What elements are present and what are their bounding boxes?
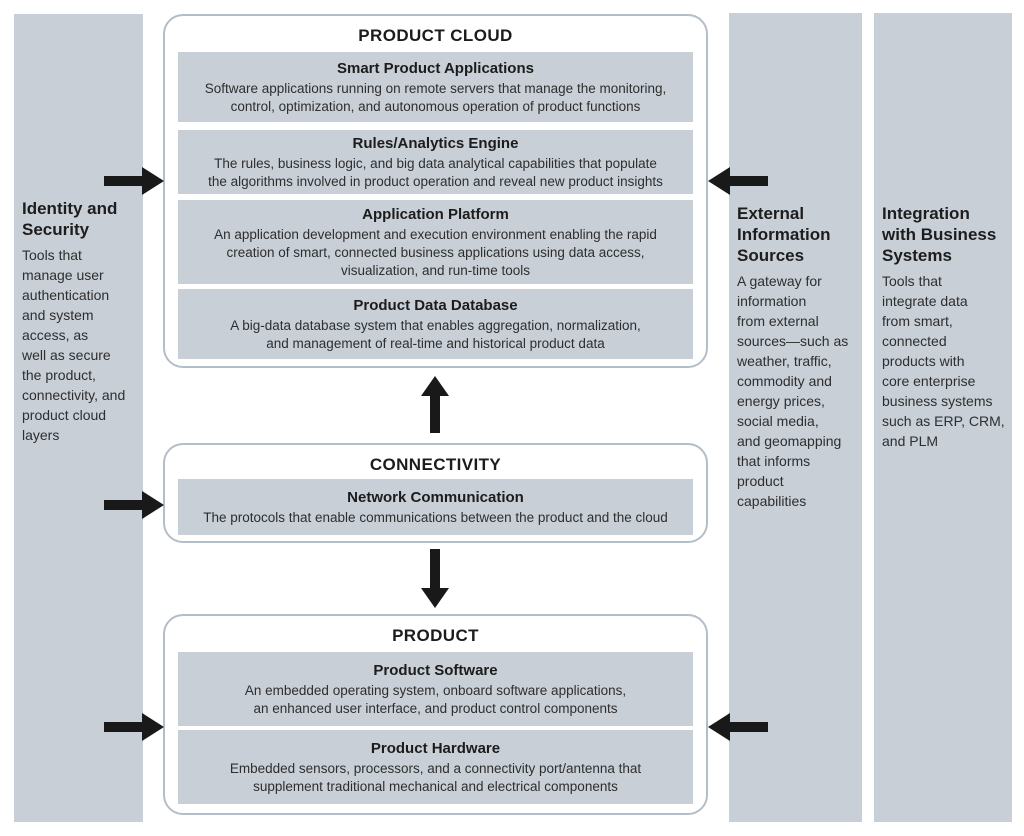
integration-business-systems-panel: Integration with Business Systems Tools … (874, 13, 1012, 822)
network-communication-layer: Network Communication The protocols that… (178, 479, 693, 535)
layer-heading: Application Platform (362, 205, 509, 223)
product-hardware-layer: Product Hardware Embedded sensors, proce… (178, 730, 693, 804)
layer-heading: Network Communication (347, 488, 524, 506)
product-data-database-layer: Product Data Database A big-data databas… (178, 289, 693, 359)
connectivity-box: CONNECTIVITY Network Communication The p… (163, 443, 708, 543)
layer-heading: Product Hardware (370, 739, 501, 757)
product-cloud-title: PRODUCT CLOUD (358, 26, 513, 45)
identity-security-panel: Identity and Security Tools that manage … (14, 14, 143, 822)
external-information-body: A gateway for information from external … (737, 273, 849, 509)
smart-product-applications-layer: Smart Product Applications Software appl… (178, 52, 693, 122)
layer-heading: Smart Product Applications (337, 59, 534, 77)
integration-business-heading: Integration with Business Systems (882, 204, 997, 265)
application-platform-layer: Application Platform An application deve… (178, 200, 693, 284)
product-title: PRODUCT (392, 626, 479, 645)
rules-analytics-engine-layer: Rules/Analytics Engine The rules, busine… (178, 130, 693, 194)
right-arrow-icon (104, 167, 164, 195)
left-arrow-icon (708, 713, 768, 741)
up-arrow-icon (421, 376, 449, 433)
external-information-heading: External Information Sources (737, 204, 831, 265)
layer-body: Software applications running on remote … (204, 80, 667, 114)
layer-heading: Product Data Database (353, 296, 518, 314)
layer-body: The rules, business logic, and big data … (208, 155, 663, 189)
integration-business-text: Integration with Business Systems Tools … (882, 203, 1008, 451)
down-arrow-icon (421, 549, 449, 608)
identity-security-body: Tools that manage user authentication an… (22, 247, 126, 443)
layer-body: The protocols that enable communications… (203, 509, 668, 525)
layer-heading: Rules/Analytics Engine (352, 134, 519, 152)
connectivity-title: CONNECTIVITY (369, 455, 502, 474)
right-arrow-icon (104, 713, 164, 741)
layer-body: A big-data database system that enables … (230, 317, 641, 351)
identity-security-heading: Identity and Security (22, 199, 118, 239)
layer-body: Embedded sensors, processors, and a conn… (229, 760, 642, 794)
product-software-layer: Product Software An embedded operating s… (178, 652, 693, 726)
identity-security-text: Identity and Security Tools that manage … (22, 198, 139, 445)
layer-body: An application development and execution… (214, 226, 657, 278)
integration-business-body: Tools that integrate data from smart, co… (882, 273, 1005, 449)
product-cloud-box: PRODUCT CLOUD Smart Product Applications… (163, 14, 708, 368)
layer-body: An embedded operating system, onboard so… (244, 682, 627, 716)
external-information-text: External Information Sources A gateway f… (737, 203, 854, 511)
product-box: PRODUCT Product Software An embedded ope… (163, 614, 708, 815)
left-arrow-icon (708, 167, 768, 195)
external-information-sources-panel: External Information Sources A gateway f… (729, 13, 862, 822)
right-arrow-icon (104, 491, 164, 519)
layer-heading: Product Software (373, 661, 498, 679)
